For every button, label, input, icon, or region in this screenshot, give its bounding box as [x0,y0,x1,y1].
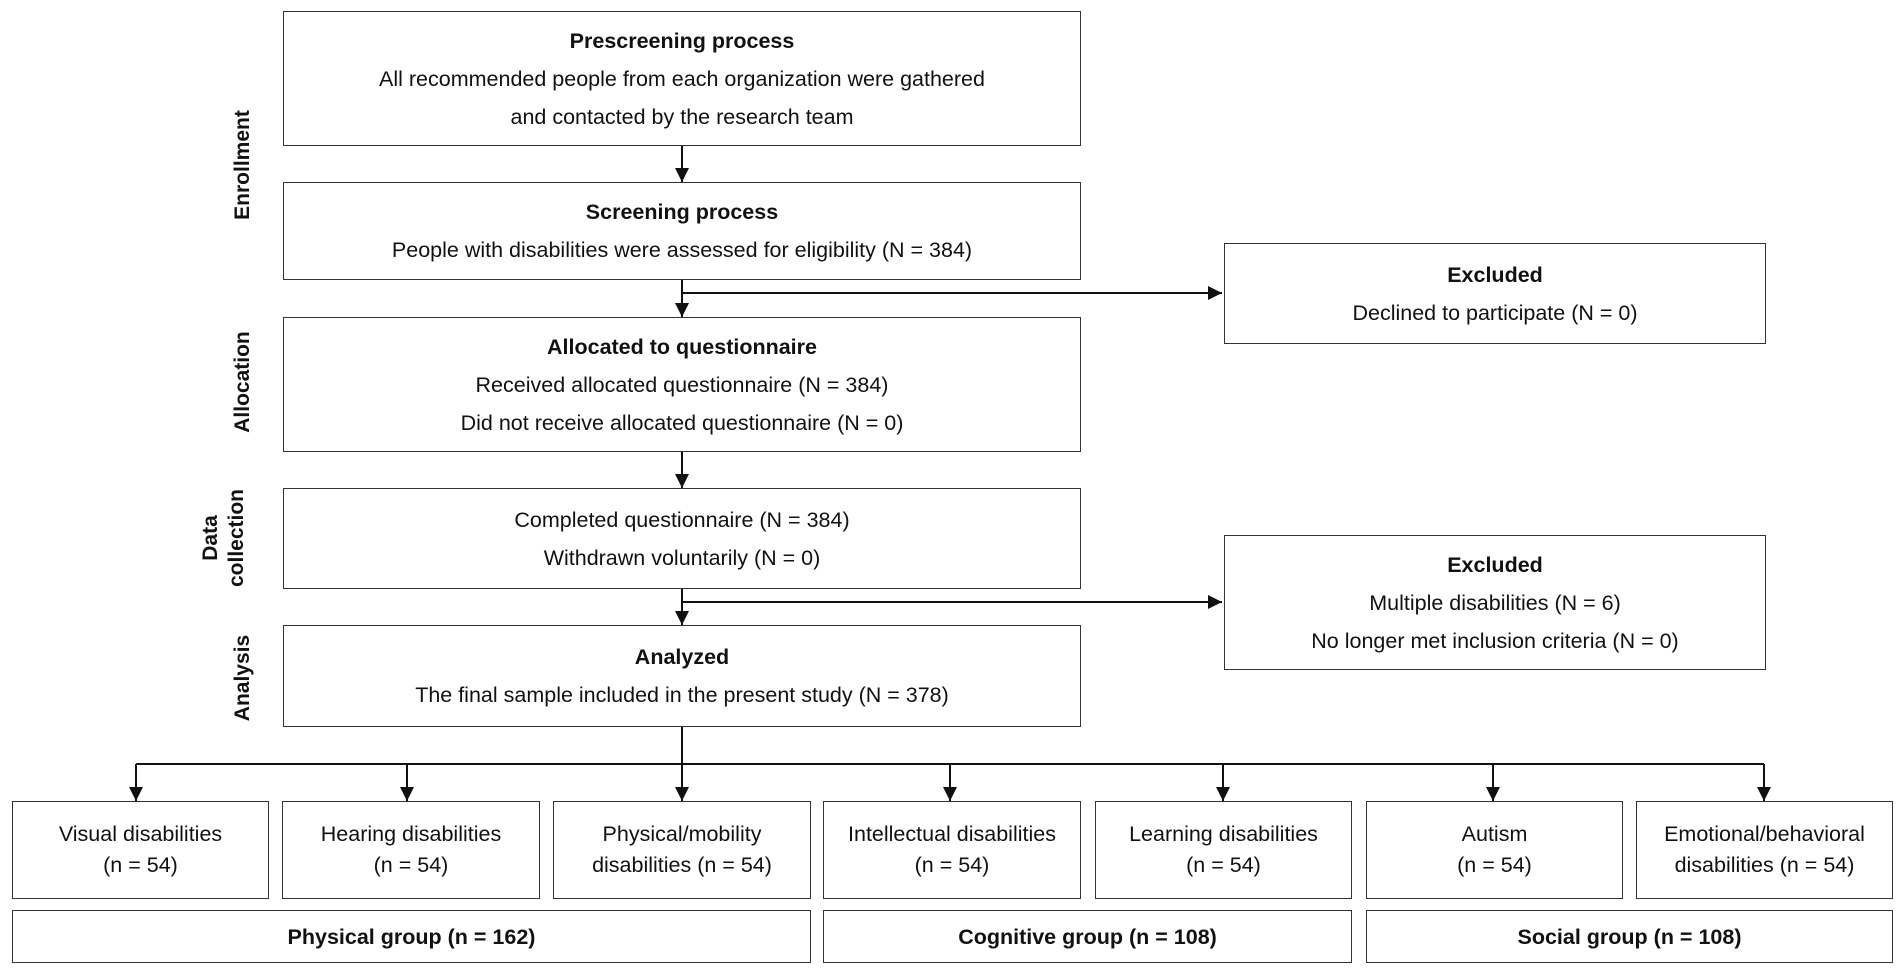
excluded1-title: Excluded [1447,262,1543,287]
excluded1-text: Declined to participate (N = 0) [1352,300,1638,325]
collection-box: Completed questionnaire (N = 384) Withdr… [283,488,1081,589]
prescreening-text-2: and contacted by the research team [510,104,854,129]
allocated-text-1: Received allocated questionnaire (N = 38… [475,372,889,397]
category-label: Autism [1461,822,1528,846]
analyzed-box: Analyzed The final sample included in th… [283,625,1081,727]
group-cognitive-box: Cognitive group (n = 108) [823,910,1352,963]
category-learning-box: Learning disabilities (n = 54) [1095,801,1352,899]
group-label: Cognitive group (n = 108) [958,924,1217,949]
collection-text-1: Completed questionnaire (N = 384) [514,507,850,532]
screening-text: People with disabilities were assessed f… [391,238,973,262]
prescreening-box: Prescreening process All recommended peo… [283,11,1081,146]
category-intellectual-box: Intellectual disabilities (n = 54) [823,801,1081,899]
group-social-box: Social group (n = 108) [1366,910,1893,963]
category-hearing-box: Hearing disabilities (n = 54) [282,801,540,899]
category-count: disabilities (n = 54) [1674,853,1855,877]
analyzed-title: Analyzed [634,645,730,669]
group-label: Physical group (n = 162) [287,924,536,949]
stage-label-data-collection: Data collection [199,488,248,588]
stage-label-analysis: Analysis [231,634,254,722]
excluded-multiple-box: Excluded Multiple disabilities (N = 6) N… [1224,535,1766,670]
stage-label-enrollment: Enrollment [231,110,254,220]
screening-title: Screening process [585,200,779,224]
category-label: Learning disabilities [1129,822,1318,846]
stage-label-allocation: Allocation [231,331,254,433]
screening-box: Screening process People with disabiliti… [283,182,1081,280]
category-label: Hearing disabilities [320,822,502,846]
category-visual-box: Visual disabilities (n = 54) [12,801,269,899]
category-count: disabilities (n = 54) [592,853,772,877]
allocated-title: Allocated to questionnaire [547,334,817,359]
excluded2-title: Excluded [1447,552,1543,577]
excluded2-text-2: No longer met inclusion criteria (N = 0) [1311,628,1679,653]
category-label: Physical/mobility [602,822,762,846]
category-label: Intellectual disabilities [848,822,1056,846]
group-label: Social group (n = 108) [1517,924,1742,949]
collection-text-2: Withdrawn voluntarily (N = 0) [543,545,821,570]
category-count: (n = 54) [1186,853,1261,877]
group-physical-box: Physical group (n = 162) [12,910,811,963]
excluded2-text-1: Multiple disabilities (N = 6) [1369,590,1621,615]
category-emotional-box: Emotional/behavioral disabilities (n = 5… [1636,801,1893,899]
allocated-text-2: Did not receive allocated questionnaire … [460,410,904,435]
allocated-box: Allocated to questionnaire Received allo… [283,317,1081,452]
category-label: Emotional/behavioral [1664,822,1865,846]
excluded-declined-box: Excluded Declined to participate (N = 0) [1224,243,1766,344]
category-count: (n = 54) [1457,853,1532,877]
category-count: (n = 54) [373,853,449,877]
category-count: (n = 54) [103,853,178,877]
analyzed-text: The final sample included in the present… [415,683,949,707]
prescreening-text-1: All recommended people from each organiz… [379,66,985,91]
category-physical-box: Physical/mobility disabilities (n = 54) [553,801,811,899]
category-count: (n = 54) [914,853,990,877]
prescreening-title: Prescreening process [569,28,795,53]
category-label: Visual disabilities [58,822,223,846]
category-autism-box: Autism (n = 54) [1366,801,1623,899]
